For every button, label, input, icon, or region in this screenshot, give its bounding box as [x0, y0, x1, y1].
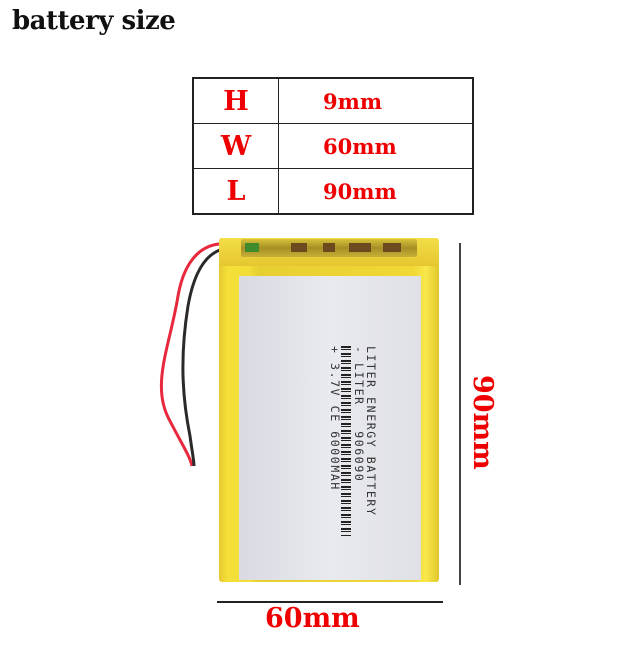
battery-image: LITER ENERGY BATTERY - LITER 906090 + 3.… [219, 238, 439, 582]
table-row: H 9mm [192, 77, 474, 124]
table-row: L 90mm [192, 168, 474, 215]
spec-value-height: 9mm [278, 77, 474, 124]
protection-circuit-board [241, 239, 417, 257]
battery-wires-icon [159, 242, 229, 467]
spec-key-height: H [192, 77, 279, 124]
spec-value-width: 60mm [278, 123, 474, 169]
page-title: battery size [12, 6, 176, 36]
battery-spec-table: H 9mm W 60mm L 90mm [192, 77, 474, 215]
spec-key-width: W [192, 123, 279, 169]
table-row: W 60mm [192, 123, 474, 169]
width-dimension-line [217, 601, 443, 603]
spec-key-length: L [192, 168, 279, 215]
length-dimension-line [459, 243, 461, 585]
length-dimension-label: 90mm [467, 375, 498, 470]
width-dimension-label: 60mm [265, 603, 360, 634]
spec-value-length: 90mm [278, 168, 474, 215]
battery-label: LITER ENERGY BATTERY - LITER 906090 + 3.… [239, 276, 421, 580]
barcode-icon [341, 346, 352, 536]
